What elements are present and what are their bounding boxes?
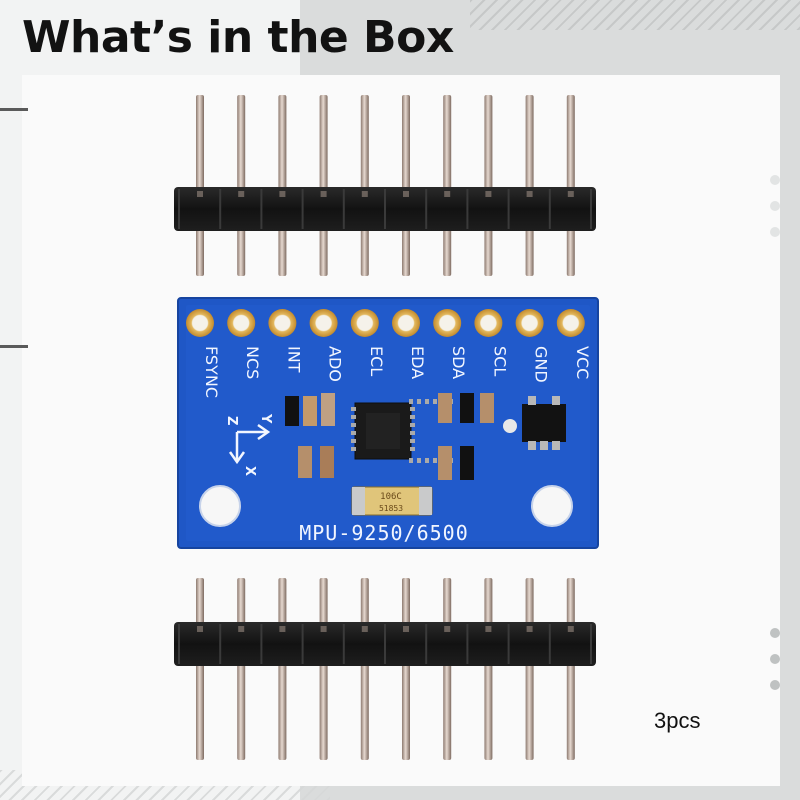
- decorative-stripes-top: [470, 0, 800, 30]
- header-pin: [360, 95, 369, 276]
- header-pin: [443, 578, 452, 760]
- header-pin: [196, 578, 204, 760]
- header-pin: [196, 95, 204, 276]
- capacitor: [321, 393, 335, 426]
- header-pin: [484, 578, 493, 760]
- pin-label: EDA: [408, 346, 427, 379]
- mounting-hole-left: [199, 485, 241, 527]
- header-pin: [525, 578, 534, 760]
- quantity-label: 3pcs: [654, 708, 701, 733]
- header-pin: [402, 578, 410, 760]
- capacitor: [438, 393, 452, 423]
- pin-label: INT: [284, 346, 303, 373]
- decorative-dots-top: [770, 175, 780, 253]
- decorative-dash: [0, 108, 28, 111]
- sensor-breakout-board: FSYNC NCS INT ADO ECL EDA SDA SCL GND VCC 106C 51…: [177, 297, 599, 549]
- voltage-regulator: [522, 404, 566, 442]
- capacitor: [480, 393, 494, 423]
- header-pin: [566, 578, 575, 760]
- capacitor-marking-top: 106C: [380, 492, 402, 502]
- resistor: [285, 396, 299, 426]
- pin-header-bottom: [174, 578, 596, 760]
- pin-label: NCS: [243, 346, 262, 379]
- pin-label: ADO: [326, 346, 345, 382]
- board-pin-labels: FSYNC NCS INT ADO ECL EDA SDA SCL GND VCC: [202, 346, 592, 398]
- header-pin: [360, 578, 369, 760]
- header-pin: [566, 95, 575, 276]
- header-pin: [319, 95, 328, 276]
- header-pin: [237, 95, 246, 276]
- axis-label-x: X: [242, 466, 257, 476]
- decorative-dash: [0, 345, 28, 348]
- axis-label-y: Y: [258, 413, 273, 424]
- decorative-dots-bottom: [770, 628, 780, 706]
- pin-label: FSYNC: [202, 346, 221, 398]
- pin-label: SDA: [449, 346, 468, 379]
- pin-header-top: [174, 95, 596, 276]
- pin-label: GND: [532, 346, 551, 383]
- header-pin: [278, 95, 287, 276]
- pin-label: VCC: [573, 346, 592, 379]
- axis-label-z: Z: [224, 416, 239, 425]
- resistor: [460, 393, 474, 423]
- capacitor-marking-bottom: 51853: [379, 504, 403, 513]
- header-pin: [278, 578, 287, 760]
- capacitor: [298, 446, 312, 478]
- board-model-label: MPU-9250/6500: [299, 521, 469, 545]
- board-pads: [186, 309, 585, 337]
- capacitor: [320, 446, 334, 478]
- resistor: [460, 446, 474, 480]
- mounting-hole-right: [531, 485, 573, 527]
- header-pin: [525, 95, 534, 276]
- capacitor: [438, 446, 452, 480]
- header-pin: [443, 95, 452, 276]
- axis-indicator-icon: [228, 423, 271, 465]
- header-pin: [402, 95, 410, 276]
- header-pin: [237, 578, 246, 760]
- pin-label: ECL: [367, 346, 386, 376]
- header-pin: [484, 95, 493, 276]
- capacitor: [303, 396, 317, 426]
- page-title: What’s in the Box: [22, 12, 454, 63]
- header-pin: [319, 578, 328, 760]
- pin-label: SCL: [490, 346, 509, 376]
